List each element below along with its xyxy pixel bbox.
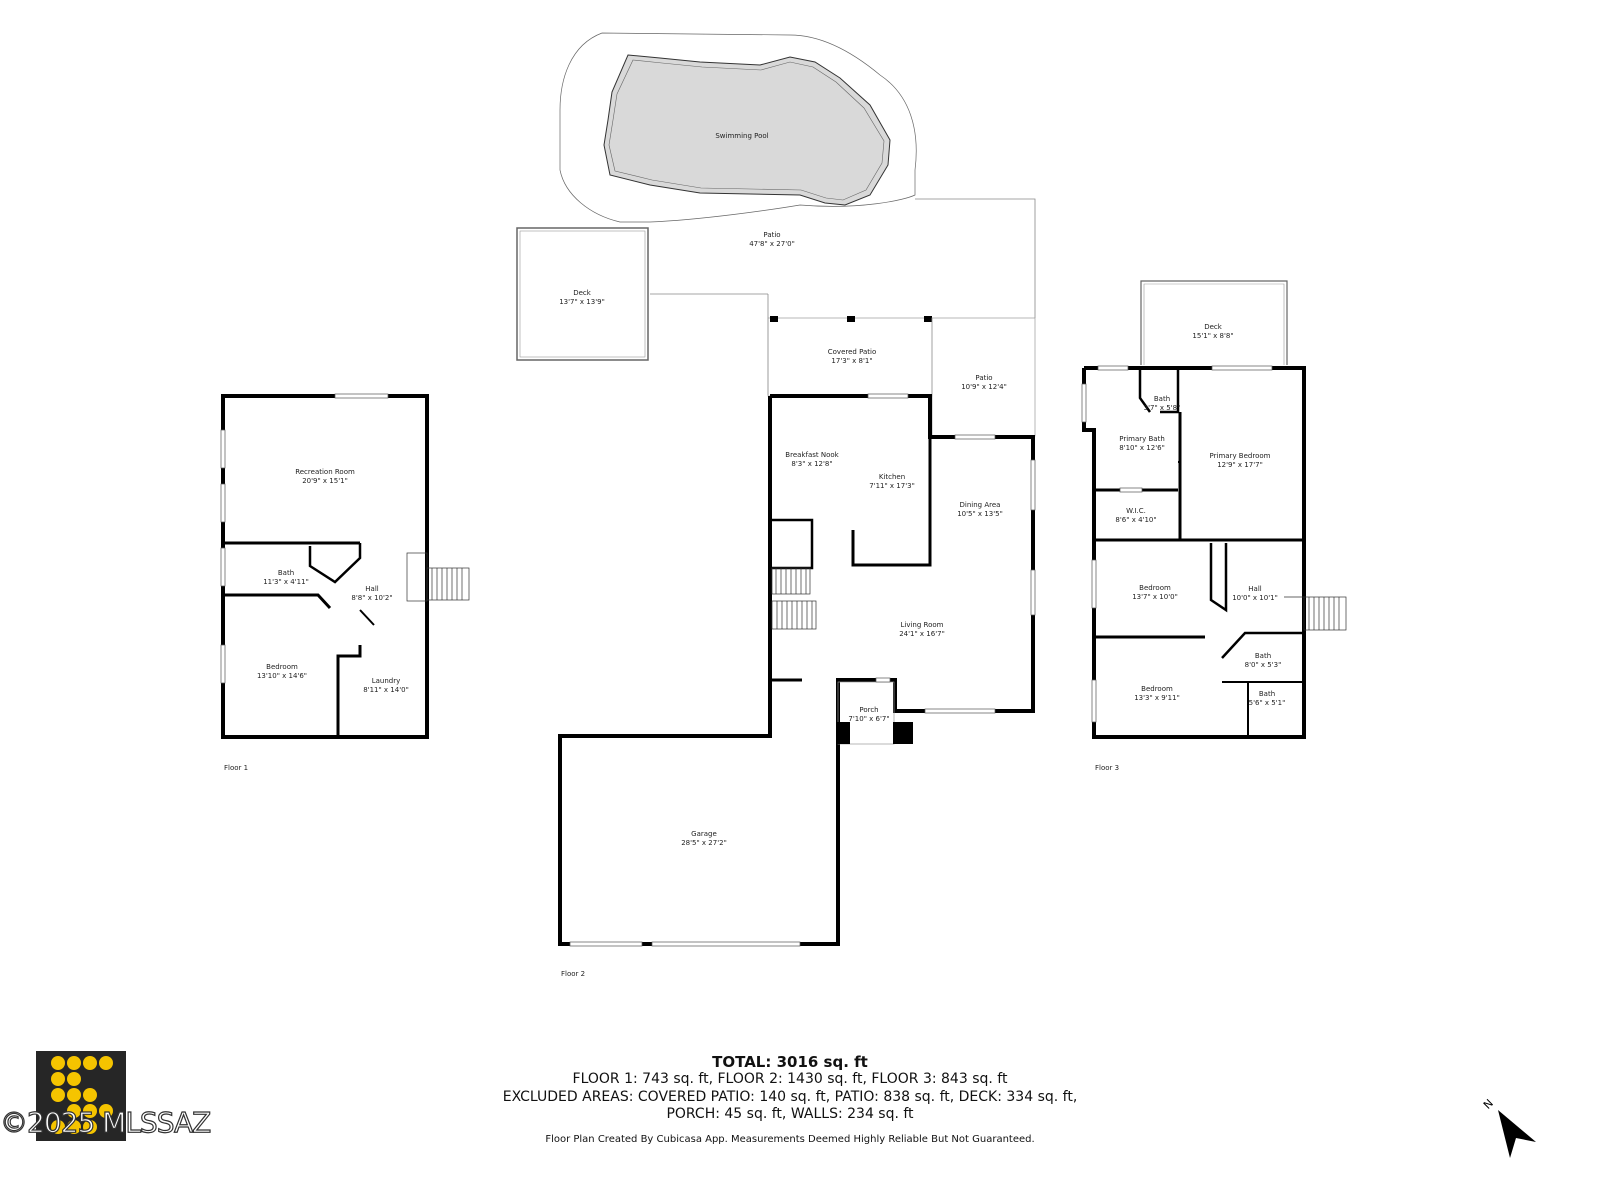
- covered-patio-dim: 17'3" x 8'1": [831, 357, 872, 365]
- floor-3-label: Floor 3: [1095, 764, 1119, 772]
- excluded-areas-cont: PORCH: 45 sq. ft, WALLS: 234 sq. ft: [666, 1106, 914, 1122]
- garage-dim: 28'5" x 27'2": [681, 839, 727, 847]
- deck-f2-name: Deck: [573, 289, 592, 297]
- porch-dim: 7'10" x 6'7": [848, 715, 889, 723]
- breakfast-nook-name: Breakfast Nook: [785, 451, 839, 459]
- bath-small-f3-name: Bath: [1154, 395, 1170, 403]
- breakfast-nook-dim: 8'3" x 12'8": [791, 460, 832, 468]
- laundry-dim: 8'11" x 14'0": [363, 686, 409, 694]
- bedroom-a-f3-name: Bedroom: [1139, 584, 1171, 592]
- bath-c-f3-name: Bath: [1259, 690, 1275, 698]
- bedroom-a-f3-dim: 13'7" x 10'0": [1132, 593, 1178, 601]
- recreation-name: Recreation Room: [295, 468, 355, 476]
- deck-f2: [516, 227, 649, 361]
- logo-dots-icon: [51, 1056, 113, 1134]
- hall-f3-dim: 10'0" x 10'1": [1232, 594, 1278, 602]
- bedroom-f1-dim: 13'10" x 14'6": [257, 672, 307, 680]
- patio-main-dim: 47'8" x 27'0": [749, 240, 795, 248]
- wic-name: W.I.C.: [1126, 507, 1146, 515]
- pool-name: Swimming Pool: [715, 132, 768, 140]
- living-name: Living Room: [901, 621, 944, 629]
- deck-f2-dim: 13'7" x 13'9": [559, 298, 605, 306]
- porch-name: Porch: [859, 706, 878, 714]
- patio-main-name: Patio: [763, 231, 780, 239]
- stairs-f2: [771, 567, 817, 630]
- bedroom-b-f3-dim: 13'3" x 9'11": [1134, 694, 1180, 702]
- bath-f1-name: Bath: [278, 569, 294, 577]
- bath-f1-dim: 11'3" x 4'11": [263, 578, 309, 586]
- mls-logo: [36, 1051, 126, 1141]
- wic-dim: 8'6" x 4'10": [1115, 516, 1156, 524]
- excluded-areas: EXCLUDED AREAS: COVERED PATIO: 140 sq. f…: [502, 1088, 1078, 1105]
- bath-b-f3-name: Bath: [1255, 652, 1271, 660]
- total-area: TOTAL: 3016 sq. ft: [712, 1053, 868, 1071]
- floor-3-walls: [1082, 366, 1306, 739]
- floor-1-label: Floor 1: [224, 764, 248, 772]
- bath-small-f3-dim: 3'7" x 5'8": [1144, 404, 1181, 412]
- bath-b-f3-dim: 8'0" x 5'3": [1245, 661, 1282, 669]
- deck-f3-name: Deck: [1204, 323, 1223, 331]
- bath-c-f3-dim: 5'6" x 5'1": [1249, 699, 1286, 707]
- floor-areas: FLOOR 1: 743 sq. ft, FLOOR 2: 1430 sq. f…: [572, 1071, 1008, 1087]
- deck-f3: [1140, 280, 1288, 365]
- porch: [836, 677, 913, 745]
- patio-boundary: [559, 32, 917, 223]
- primary-bedroom-name: Primary Bedroom: [1210, 452, 1271, 460]
- covered-patio-name: Covered Patio: [828, 348, 877, 356]
- laundry-name: Laundry: [372, 677, 401, 685]
- recreation-dim: 20'9" x 15'1": [302, 477, 348, 485]
- dining-dim: 10'5" x 13'5": [957, 510, 1003, 518]
- patio-small-name: Patio: [975, 374, 992, 382]
- mls-watermark: ©2025 MLSSAZ: [0, 1105, 212, 1139]
- disclaimer: Floor Plan Created By Cubicasa App. Meas…: [545, 1133, 1035, 1145]
- primary-bath-name: Primary Bath: [1119, 435, 1165, 443]
- floor-2-walls: [558, 394, 1035, 946]
- hall-f3-name: Hall: [1248, 585, 1261, 593]
- bedroom-f1-name: Bedroom: [266, 663, 298, 671]
- dining-name: Dining Area: [960, 501, 1001, 509]
- kitchen-name: Kitchen: [879, 473, 905, 481]
- primary-bedroom-dim: 12'9" x 17'7": [1217, 461, 1263, 469]
- stairs-f3: [1284, 596, 1347, 631]
- hall-f1-dim: 8'8" x 10'2": [351, 594, 392, 602]
- kitchen-dim: 7'11" x 17'3": [869, 482, 915, 490]
- north-letter: N: [1481, 1097, 1496, 1112]
- swimming-pool: [603, 54, 891, 206]
- hall-f1-name: Hall: [365, 585, 378, 593]
- stairs-f1: [406, 552, 470, 602]
- primary-bath-dim: 8'10" x 12'6": [1119, 444, 1165, 452]
- living-dim: 24'1" x 16'7": [899, 630, 945, 638]
- deck-f3-dim: 15'1" x 8'8": [1192, 332, 1233, 340]
- floor-2-label: Floor 2: [561, 970, 585, 978]
- area-summary: TOTAL: 3016 sq. ft FLOOR 1: 743 sq. ft, …: [380, 1053, 1200, 1145]
- north-arrow-icon: N: [1481, 1097, 1536, 1158]
- patio-outline: [915, 198, 1036, 318]
- garage-name: Garage: [691, 830, 717, 838]
- patio-small-dim: 10'9" x 12'4": [961, 383, 1007, 391]
- bedroom-b-f3-name: Bedroom: [1141, 685, 1173, 693]
